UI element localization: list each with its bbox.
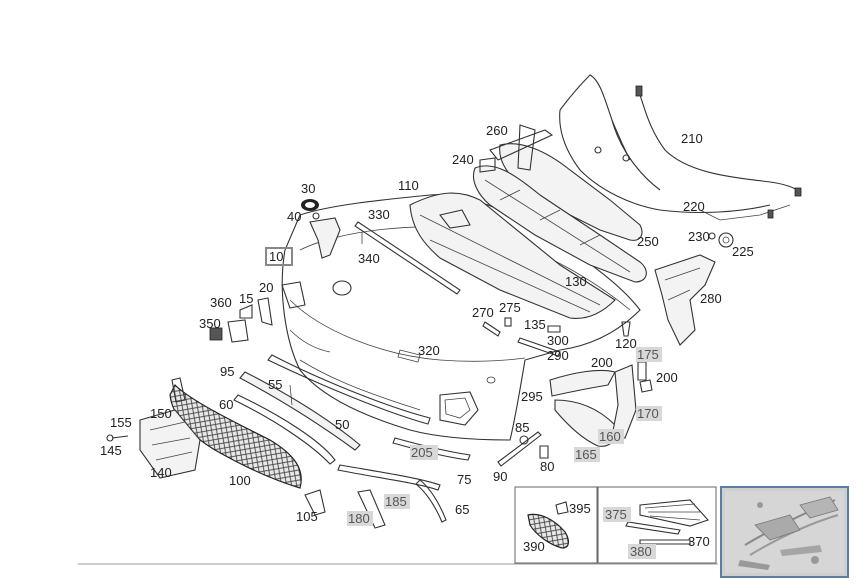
emblem-part xyxy=(301,199,320,220)
label-230: 230 xyxy=(688,229,710,244)
label-165: 165 xyxy=(575,447,597,462)
label-50: 50 xyxy=(335,417,349,432)
side-spoiler-part xyxy=(549,361,653,447)
label-380: 380 xyxy=(630,544,652,559)
clips-part xyxy=(482,317,631,357)
wiring-harness-part xyxy=(559,74,802,221)
label-55: 55 xyxy=(268,377,282,392)
label-205: 205 xyxy=(411,445,433,460)
label-170: 170 xyxy=(637,406,659,421)
label-110: 110 xyxy=(398,178,419,193)
label-340: 340 xyxy=(358,251,380,266)
label-120: 120 xyxy=(615,336,637,351)
label-100: 100 xyxy=(229,473,251,488)
label-350: 350 xyxy=(199,316,221,331)
side-bracket-part xyxy=(654,254,716,346)
label-155: 155 xyxy=(110,415,132,430)
label-280: 280 xyxy=(700,291,722,306)
label-15: 15 xyxy=(239,291,253,306)
label-145: 145 xyxy=(100,443,122,458)
label-220: 220 xyxy=(683,199,705,214)
chrome-strips-part xyxy=(337,431,542,523)
trim-strip-part xyxy=(354,221,461,295)
label-200-a: 200 xyxy=(591,355,613,370)
label-140: 140 xyxy=(150,465,172,480)
label-240: 240 xyxy=(452,152,474,167)
radiator-grille-part xyxy=(489,124,643,241)
callout-labels: 10 20 30 40 50 55 60 65 75 80 85 90 95 1… xyxy=(100,123,754,526)
label-65: 65 xyxy=(455,502,469,517)
label-270: 270 xyxy=(472,305,494,320)
label-40: 40 xyxy=(287,209,301,224)
label-160: 160 xyxy=(599,429,621,444)
label-360: 360 xyxy=(210,295,232,310)
label-395: 395 xyxy=(569,501,591,516)
label-175: 175 xyxy=(637,347,659,362)
label-320: 320 xyxy=(418,343,440,358)
label-300: 300 xyxy=(547,333,569,348)
label-250: 250 xyxy=(637,234,659,249)
label-130: 130 xyxy=(565,274,587,289)
label-375: 375 xyxy=(605,507,627,522)
label-290: 290 xyxy=(547,348,569,363)
label-225: 225 xyxy=(732,244,754,259)
label-275: 275 xyxy=(499,300,521,315)
exploded-view-thumbnail[interactable] xyxy=(720,486,849,578)
sensor-part xyxy=(708,232,734,248)
inset-box-390: 395 390 xyxy=(514,486,598,564)
label-390: 390 xyxy=(523,539,545,554)
label-90: 90 xyxy=(493,469,507,484)
label-60: 60 xyxy=(219,397,233,412)
label-30: 30 xyxy=(301,181,315,196)
label-20: 20 xyxy=(259,280,273,295)
label-75: 75 xyxy=(457,472,471,487)
label-95: 95 xyxy=(220,364,234,379)
label-330: 330 xyxy=(368,207,390,222)
upper-grille-part xyxy=(409,192,616,319)
label-85: 85 xyxy=(515,420,529,435)
label-80: 80 xyxy=(540,459,554,474)
label-295: 295 xyxy=(521,389,543,404)
left-brackets-part xyxy=(209,217,341,343)
label-185: 185 xyxy=(385,494,407,509)
label-370: 370 xyxy=(688,534,710,549)
label-180: 180 xyxy=(348,511,370,526)
label-210: 210 xyxy=(681,131,703,146)
license-bracket-part xyxy=(106,409,201,479)
label-10: 10 xyxy=(269,249,283,264)
lower-trims-part xyxy=(233,354,431,465)
label-200-b: 200 xyxy=(656,370,678,385)
label-150: 150 xyxy=(150,406,172,421)
impact-absorber-part xyxy=(472,157,647,283)
inset-box-370: 375 380 370 xyxy=(597,486,717,564)
label-105: 105 xyxy=(296,509,318,524)
label-260: 260 xyxy=(486,123,508,138)
label-135: 135 xyxy=(524,317,546,332)
